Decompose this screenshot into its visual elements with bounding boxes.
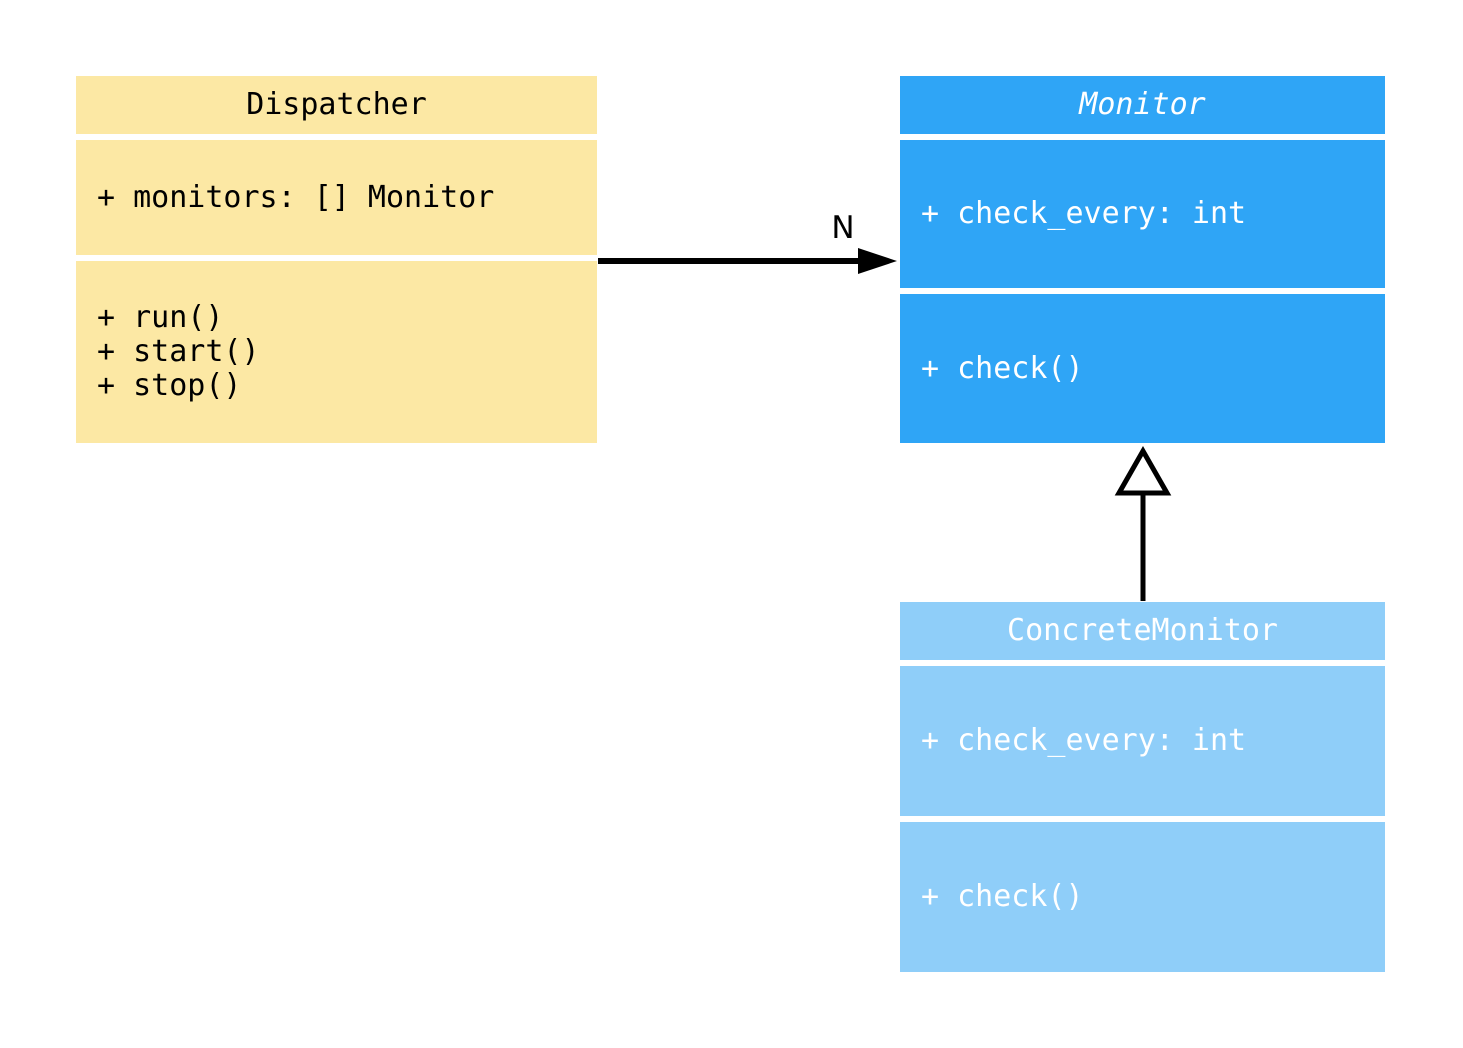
hollow-triangle-arrowhead-icon: [1114, 445, 1172, 496]
attributes-section-dispatcher: + monitors: [] Monitor: [76, 140, 597, 255]
class-name: ConcreteMonitor: [1007, 613, 1278, 648]
class-name: Monitor: [1079, 87, 1206, 122]
class-title-monitor: Monitor: [900, 76, 1385, 134]
class-box-dispatcher: Dispatcher + monitors: [] Monitor + run(…: [76, 76, 597, 443]
method-line: + stop(): [97, 368, 242, 403]
class-title-concrete-monitor: ConcreteMonitor: [900, 602, 1385, 660]
attribute-line: + monitors: [] Monitor: [97, 179, 495, 215]
association-arrow-dispatcher-monitor: [598, 248, 897, 274]
attributes-section-monitor: + check_every: int: [900, 140, 1385, 288]
class-box-concrete-monitor: ConcreteMonitor + check_every: int + che…: [900, 602, 1385, 972]
class-name: Dispatcher: [246, 87, 427, 122]
inheritance-arrow-concretemonitor-monitor: [1114, 445, 1172, 601]
association-multiplicity-label: N: [831, 210, 855, 246]
methods-section-monitor: + check(): [900, 294, 1385, 443]
attribute-line: + check_every: int: [921, 723, 1247, 758]
method-line: + check(): [921, 350, 1084, 386]
method-line: + check(): [921, 879, 1084, 914]
method-line: + run(): [97, 300, 224, 335]
attributes-section-concrete-monitor: + check_every: int: [900, 666, 1385, 816]
class-box-monitor: Monitor + check_every: int + check(): [900, 76, 1385, 443]
methods-section-concrete-monitor: + check(): [900, 822, 1385, 972]
method-line: + start(): [97, 334, 260, 369]
attribute-line: + check_every: int: [921, 196, 1247, 231]
class-title-dispatcher: Dispatcher: [76, 76, 597, 134]
filled-arrowhead-icon: [858, 248, 897, 274]
methods-section-dispatcher: + run() + start() + stop(): [76, 261, 597, 443]
